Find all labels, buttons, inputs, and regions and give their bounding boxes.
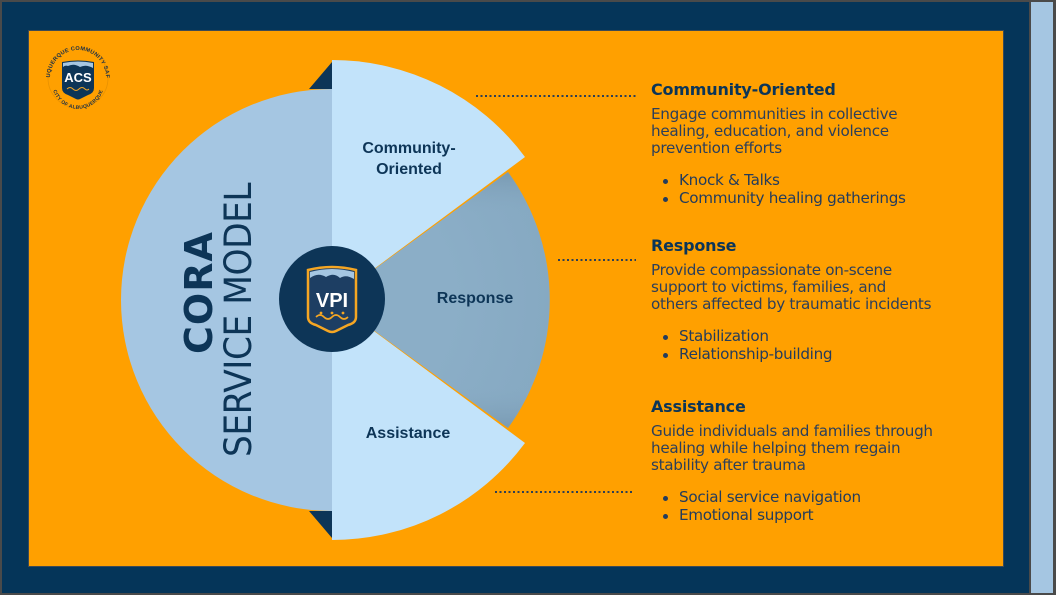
desc-line: others affected by traumatic incidents bbox=[651, 295, 932, 313]
section-description: Provide compassionate on-scene support t… bbox=[651, 261, 932, 313]
bullet-dot-icon bbox=[663, 179, 668, 184]
desc-line: stability after trauma bbox=[651, 456, 806, 474]
bullet-item: Community healing gatherings bbox=[663, 188, 906, 208]
bullet-text: Community healing gatherings bbox=[679, 188, 906, 207]
bullet-dot-icon bbox=[663, 513, 668, 519]
logo-acs-text: ACS bbox=[64, 70, 92, 85]
section-assistance: Assistance Guide individuals and familie… bbox=[651, 397, 933, 524]
bullet-text: Relationship-building bbox=[679, 344, 833, 363]
desc-line: support to victims, families, and bbox=[651, 278, 886, 296]
desc-line: prevention efforts bbox=[651, 139, 782, 157]
bullet-dot-icon bbox=[663, 196, 668, 202]
bullet-item: Stabilization bbox=[663, 327, 931, 346]
wedge-label-line2: Oriented bbox=[376, 161, 442, 178]
bullet-item: Relationship-building bbox=[663, 344, 931, 364]
bullet-item: Social service navigation bbox=[663, 488, 933, 507]
vpi-shield-icon: VPI bbox=[306, 265, 358, 334]
top-triangle-accent bbox=[309, 62, 332, 89]
bullet-text: Knock & Talks bbox=[679, 171, 780, 189]
wedge-label-assistance: Assistance bbox=[365, 425, 451, 442]
bullet-text: Social service navigation bbox=[679, 488, 861, 506]
response-wedge-shade bbox=[332, 172, 550, 428]
bullet-item: Emotional support bbox=[663, 505, 933, 525]
title-service-model: SERVICE MODEL bbox=[217, 182, 260, 457]
section-response: Response Provide compassionate on-scene … bbox=[651, 236, 932, 364]
acs-logo: ALBUQUERQUE COMMUNITY SAFETY CITY OF ALB… bbox=[0, 0, 110, 111]
vpi-text: VPI bbox=[316, 290, 348, 312]
section-community-oriented: Community-Oriented Engage communities in… bbox=[651, 80, 906, 207]
desc-line: healing while helping them regain bbox=[651, 439, 901, 457]
bullet-text: Emotional support bbox=[679, 505, 814, 524]
title-cora: CORA bbox=[177, 231, 221, 354]
bottom-triangle-accent bbox=[309, 511, 332, 538]
wedge-label-line1: Community- bbox=[362, 140, 456, 157]
section-bullets: Knock & Talks Community healing gatherin… bbox=[651, 171, 906, 208]
desc-line: healing, education, and violence bbox=[651, 122, 889, 140]
wedge-label-response: Response bbox=[436, 290, 514, 307]
left-half-circle bbox=[121, 89, 332, 511]
desc-line: Guide individuals and families through bbox=[651, 422, 933, 440]
bullet-dot-icon bbox=[663, 335, 668, 340]
desc-line: Engage communities in collective bbox=[651, 105, 898, 123]
wedge-label-community-oriented: Community- Oriented bbox=[345, 138, 473, 180]
assistance-wedge bbox=[332, 300, 525, 541]
section-description: Engage communities in collective healing… bbox=[651, 106, 906, 157]
bullet-dot-icon bbox=[663, 496, 668, 501]
bullet-text: Stabilization bbox=[679, 327, 769, 345]
section-bullets: Stabilization Relationship-building bbox=[651, 327, 931, 364]
side-strip bbox=[1031, 2, 1053, 593]
community-oriented-wedge bbox=[332, 59, 525, 301]
bullet-item: Knock & Talks bbox=[663, 171, 906, 190]
section-title: Response bbox=[651, 236, 737, 255]
bullet-dot-icon bbox=[663, 352, 668, 358]
desc-line: Provide compassionate on-scene bbox=[651, 261, 892, 279]
section-title: Community-Oriented bbox=[651, 80, 836, 99]
section-description: Guide individuals and families through h… bbox=[651, 423, 933, 474]
section-title: Assistance bbox=[651, 397, 746, 416]
section-bullets: Social service navigation Emotional supp… bbox=[651, 488, 933, 525]
